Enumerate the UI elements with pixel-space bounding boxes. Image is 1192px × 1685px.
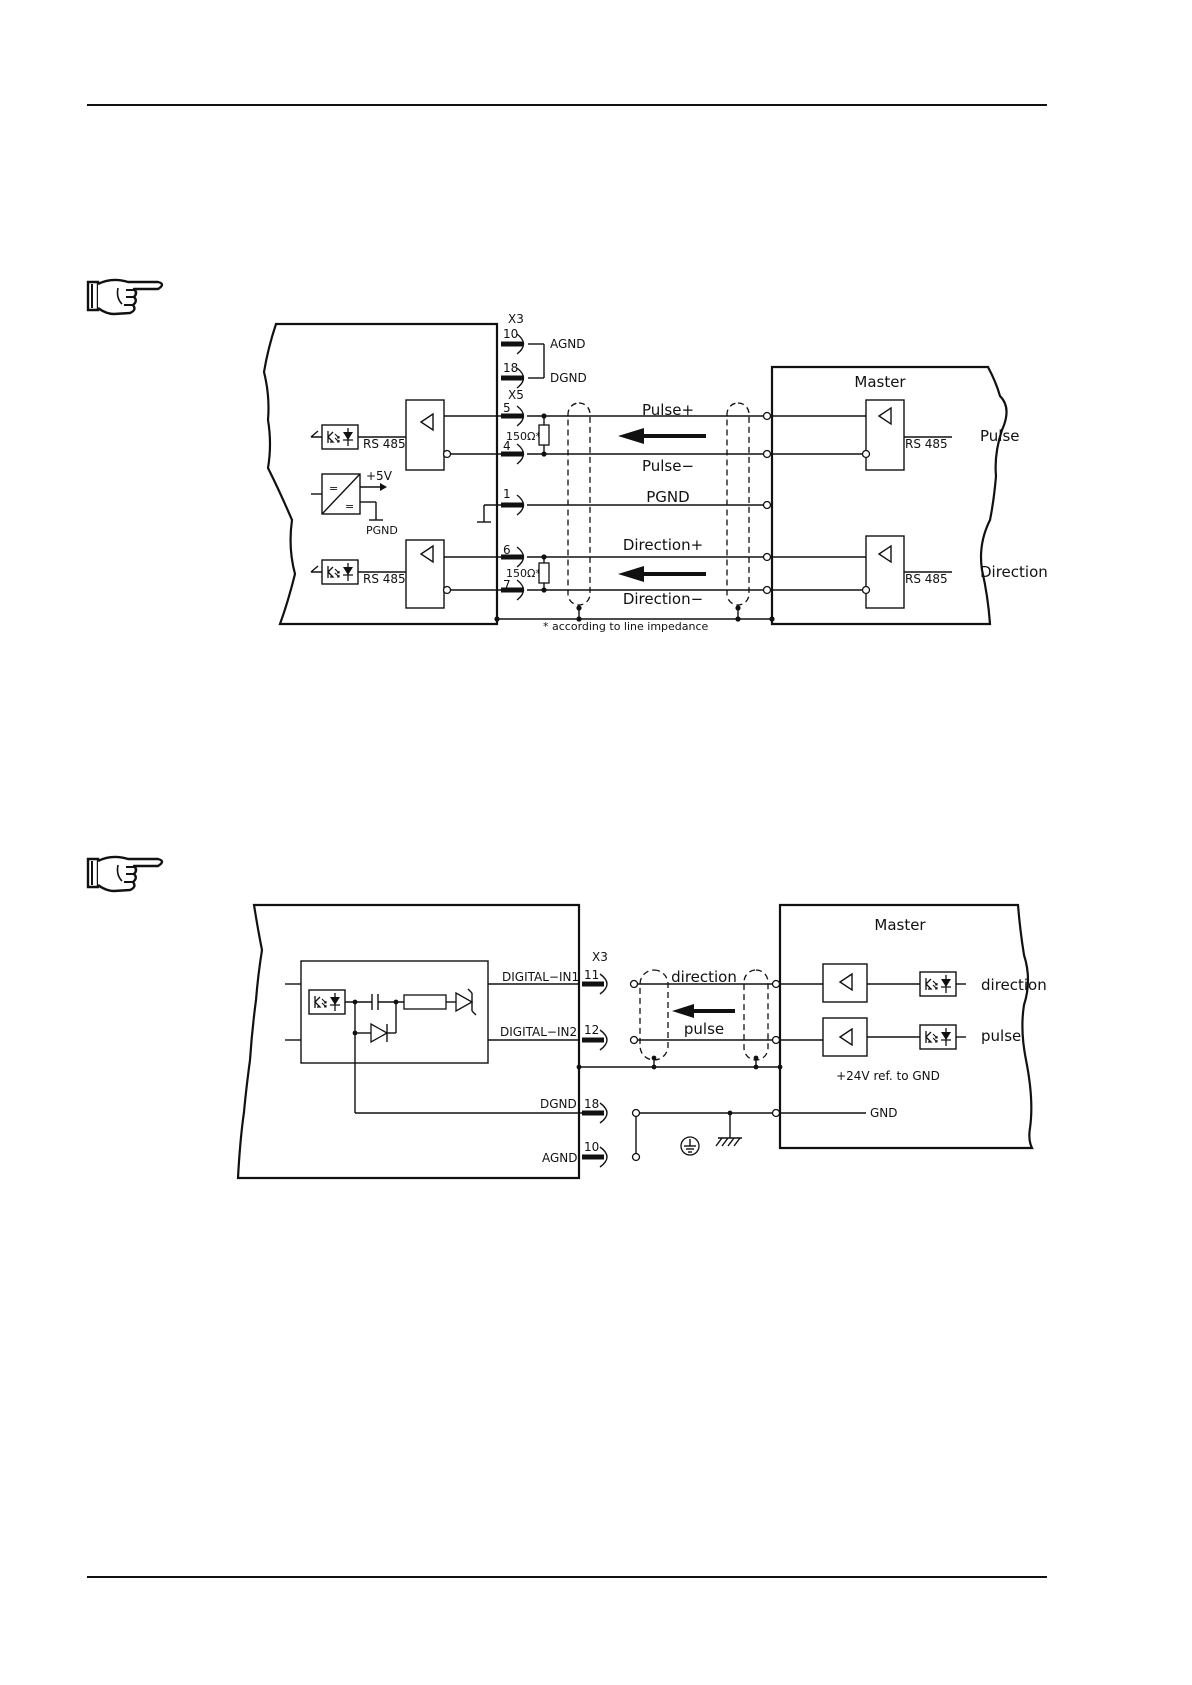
footnote: * according to line impedance [543, 620, 709, 633]
pulse-plus-label: Pulse+ [642, 401, 694, 419]
gnd-label: GND [870, 1106, 898, 1120]
dgnd-label: DGND [550, 371, 587, 385]
cable-shield-right [727, 403, 749, 605]
svg-text:=: = [329, 482, 338, 495]
receiver-box-bottom [406, 540, 444, 608]
rs485-left-bottom: RS 485 [363, 572, 406, 586]
direction-right-label: Direction [980, 563, 1048, 581]
pin-18-label-2: 18 [584, 1097, 599, 1111]
note-hand-icon-2 [88, 857, 162, 891]
plus-5v-label: +5V [366, 469, 393, 483]
diagram-digital-inputs: Master DIGITAL−IN1 DIGITAL−IN2 X3 11 1 [238, 905, 1047, 1178]
connector-x3-label-2: X3 [592, 950, 608, 964]
pgnd-left-label: PGND [366, 524, 398, 537]
ref-24v-label: +24V ref. to GND [836, 1069, 940, 1083]
direction-line-label: direction [671, 968, 737, 986]
receiver-box-top [406, 400, 444, 470]
signal-arrow-pulse-icon [618, 428, 706, 444]
rs485-right-bottom: RS 485 [905, 572, 948, 586]
agnd-label-2: AGND [542, 1151, 578, 1165]
direction-minus-label: Direction− [623, 590, 703, 608]
svg-text:=: = [345, 500, 354, 513]
pulse-line-label: pulse [684, 1020, 724, 1038]
master-optocoupler-bottom-icon [920, 1025, 956, 1049]
pin-1-label: 1 [503, 487, 511, 501]
note-hand-icon [88, 280, 162, 314]
rs485-right-top: RS 485 [905, 437, 948, 451]
digital-in2-label: DIGITAL−IN2 [500, 1025, 577, 1039]
pulse-minus-label: Pulse− [642, 457, 694, 475]
dgnd-label-2: DGND [540, 1097, 577, 1111]
resistor-label-top: 150Ω* [506, 430, 541, 443]
connector-x5-label: X5 [508, 388, 524, 402]
diagram-rs485-pulse-direction: X3 10 AGND 18 DGND X5 5 4 150Ω* Pulse+ [264, 312, 1048, 633]
optocoupler-top-icon [322, 425, 358, 449]
driver-box-top [866, 400, 904, 470]
master-label-1: Master [854, 373, 906, 391]
master-optocoupler-top-icon [920, 972, 956, 996]
signal-arrow-direction-icon [618, 566, 706, 582]
input-optocoupler-icon [309, 990, 345, 1014]
direction-right-label-2: direction [981, 976, 1047, 994]
cable-shield-left [568, 403, 590, 605]
rs485-left-top: RS 485 [363, 437, 406, 451]
pin-5-label: 5 [503, 401, 511, 415]
pin-18-label: 18 [503, 361, 518, 375]
agnd-label: AGND [550, 337, 586, 351]
master-label-2: Master [874, 916, 926, 934]
protective-earth-icon [681, 1137, 699, 1155]
pin-11-label: 11 [584, 968, 599, 982]
pulse-right-label: Pulse [980, 427, 1020, 445]
pulse-right-label-2: pulse [981, 1027, 1021, 1045]
signal-arrow-icon-2 [672, 1004, 735, 1018]
pin-12-label: 12 [584, 1023, 599, 1037]
optocoupler-bottom-icon [322, 560, 358, 584]
driver-box-bottom [866, 536, 904, 608]
resistor-label-bottom: 150Ω* [506, 567, 541, 580]
pgnd-line-label: PGND [646, 488, 689, 506]
direction-plus-label: Direction+ [623, 536, 703, 554]
pin-10-label-2: 10 [584, 1140, 599, 1154]
digital-in1-label: DIGITAL−IN1 [502, 970, 579, 984]
chassis-ground-icon [716, 1138, 742, 1146]
pin-10-label: 10 [503, 327, 518, 341]
connector-x3-label: X3 [508, 312, 524, 326]
